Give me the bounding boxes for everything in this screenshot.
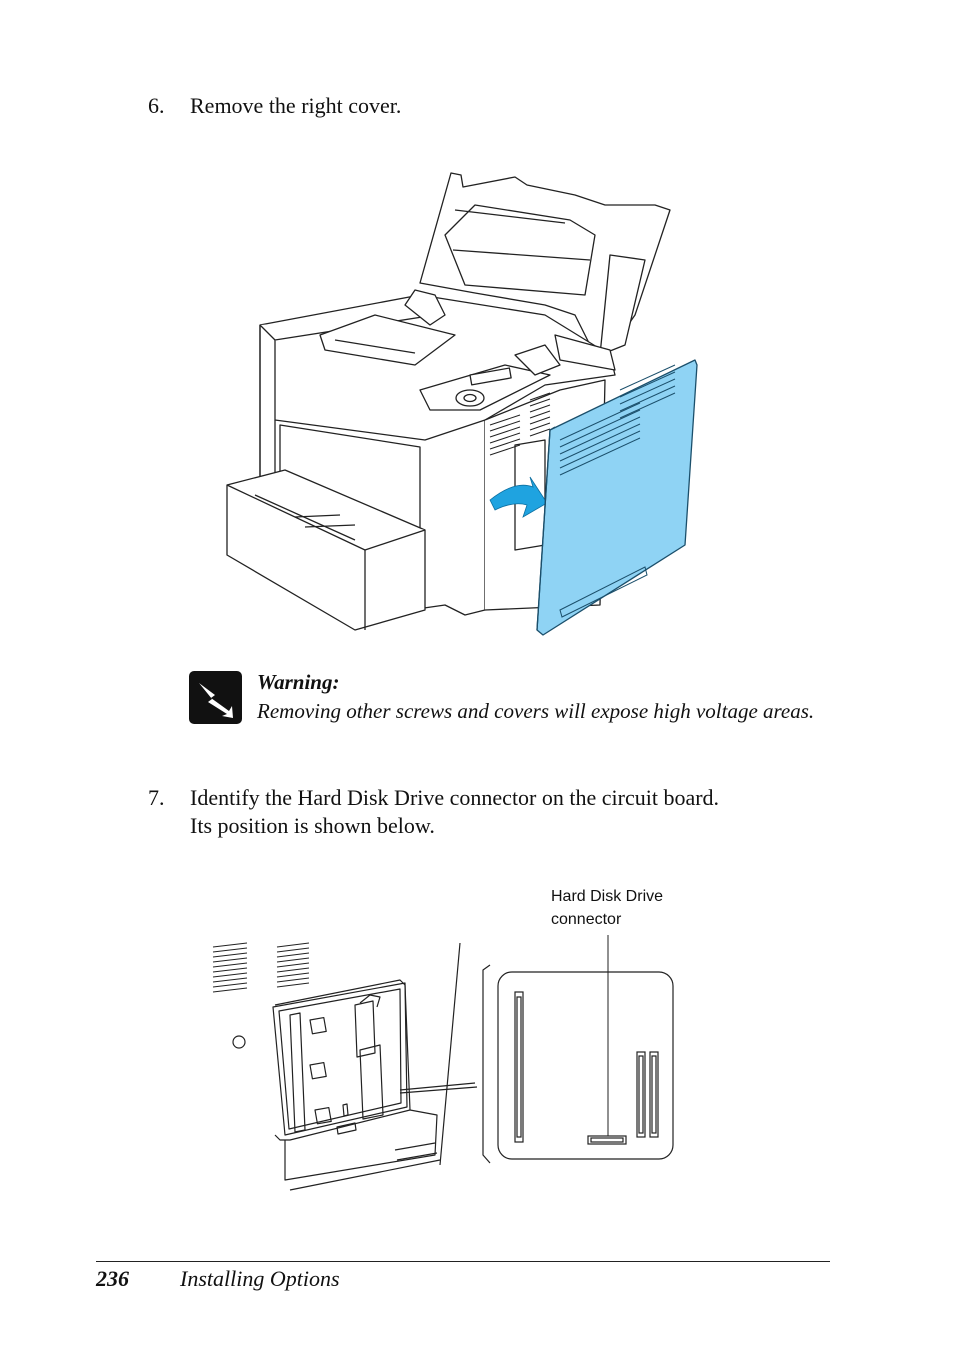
right-cover <box>536 359 698 636</box>
direction-arrow-icon <box>489 476 548 518</box>
printer-cover-removal-illustration <box>226 172 698 636</box>
warning-title: Warning: <box>257 670 340 694</box>
hdd-connector <box>587 1135 627 1145</box>
step-number: 6. <box>148 93 165 118</box>
step-number: 7. <box>148 785 165 810</box>
page-number: 236 <box>96 1266 129 1291</box>
footer-rule <box>96 1261 830 1262</box>
high-voltage-warning-icon <box>189 671 242 724</box>
warning-body: Removing other screws and covers will ex… <box>257 699 815 723</box>
section-title: Installing Options <box>180 1266 340 1291</box>
callout-line-2: connector <box>551 911 622 928</box>
step-text-line-2: Its position is shown below. <box>190 813 435 838</box>
step-text-line-1: Identify the Hard Disk Drive connector o… <box>190 785 720 810</box>
hdd-connector-callout: Hard Disk Drive connector <box>551 885 751 931</box>
callout-line-1: Hard Disk Drive <box>551 888 664 905</box>
step-text: Remove the right cover. <box>190 93 402 118</box>
board-zoom-inset <box>497 935 674 1160</box>
circuit-board-illustration <box>212 935 674 1191</box>
